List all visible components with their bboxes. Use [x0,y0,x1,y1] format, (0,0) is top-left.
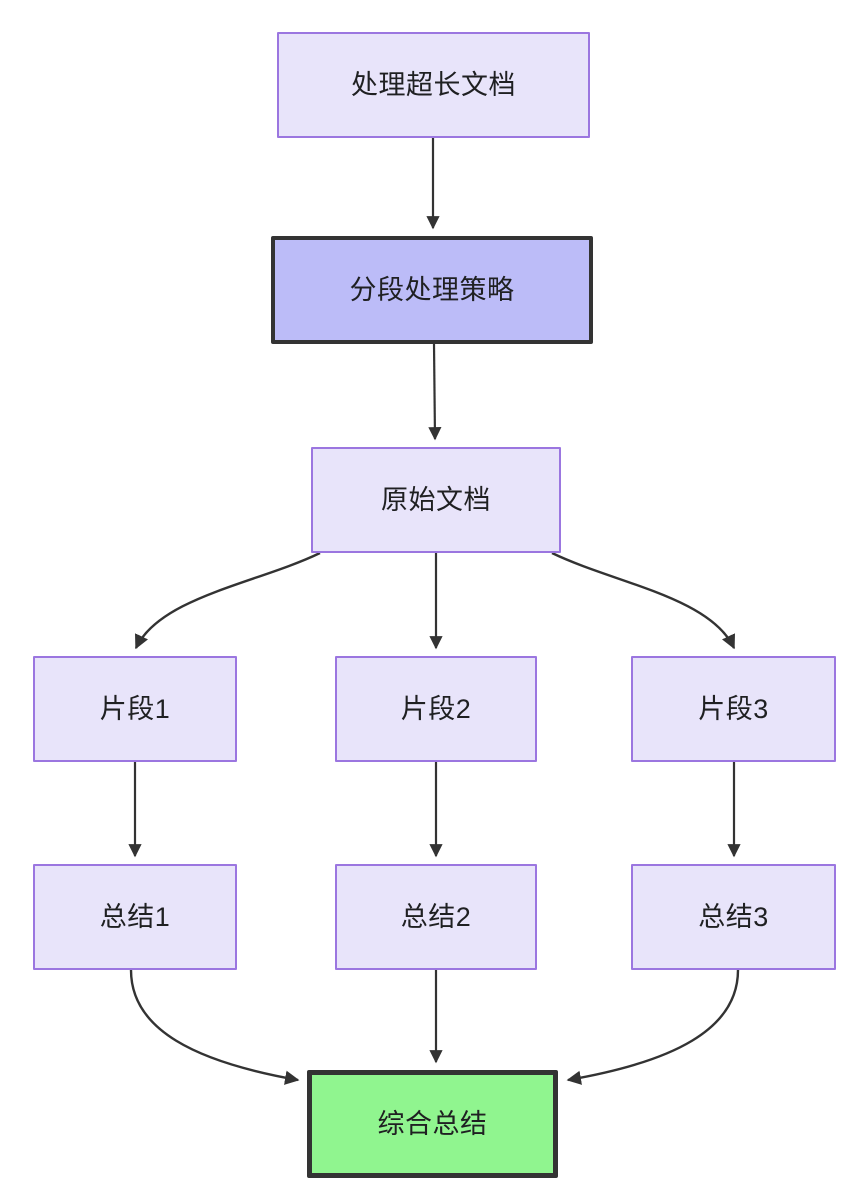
node-fragment-1[interactable]: 片段1 [33,656,237,762]
edge-n3-n6 [551,551,736,650]
node-label: 处理超长文档 [351,69,516,100]
node-label: 片段2 [400,693,472,724]
node-label: 总结1 [99,901,171,932]
node-comprehensive-summary[interactable]: 综合总结 [307,1070,558,1178]
edge-n9-n10 [566,969,740,1085]
edge-n3-n4 [134,551,321,650]
node-label: 分段处理策略 [349,274,515,305]
node-fragment-2[interactable]: 片段2 [335,656,537,762]
edge-n2-n3 [428,343,442,441]
edge-n7-n10 [129,969,300,1085]
node-summary-2[interactable]: 总结2 [335,864,537,970]
node-summary-3[interactable]: 总结3 [631,864,836,970]
node-label: 总结2 [400,901,472,932]
node-process-long-document[interactable]: 处理超长文档 [277,32,590,138]
node-label: 原始文档 [381,484,491,515]
node-label: 片段1 [99,693,171,724]
node-summary-1[interactable]: 总结1 [33,864,237,970]
node-original-document[interactable]: 原始文档 [311,447,561,553]
node-fragment-3[interactable]: 片段3 [631,656,836,762]
node-label: 综合总结 [377,1108,488,1139]
node-chunking-strategy[interactable]: 分段处理策略 [271,236,593,344]
node-label: 片段3 [698,693,769,724]
node-label: 总结3 [698,901,769,932]
